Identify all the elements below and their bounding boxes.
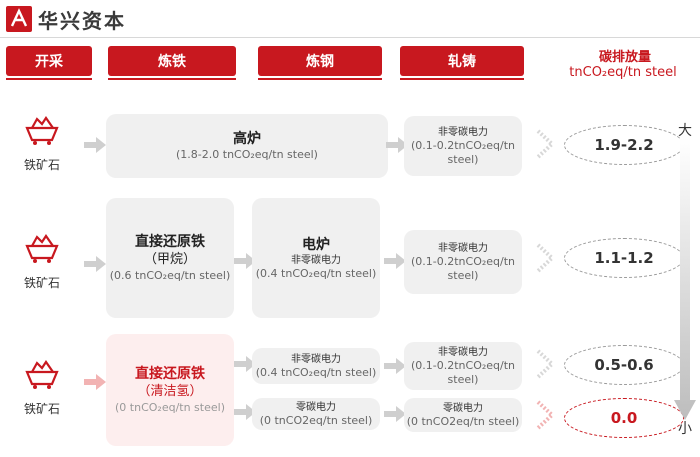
flow-arrow-icon xyxy=(386,137,408,153)
rolling-emission: (0 tnCO2eq/tn steel) xyxy=(406,414,520,428)
electric-furnace-box: 电炉 非零碳电力 (0.4 tnCO₂eq/tn steel) xyxy=(252,198,380,318)
rolling-power-note: 非零碳电力 xyxy=(438,346,488,358)
dri-h2-subtitle: （清洁氢） xyxy=(137,384,203,399)
rolling-power-note: 非零碳电力 xyxy=(438,242,488,254)
blast-furnace-box: 高炉 (1.8-2.0 tnCO₂eq/tn steel) xyxy=(106,114,388,178)
stage-header-ironmaking: 炼铁 xyxy=(108,46,236,76)
flow-arrow-icon xyxy=(384,406,406,422)
emission-result-zero: 0.0 xyxy=(564,398,684,438)
rolling-emission: (0.1-0.2tnCO₂eq/tn steel) xyxy=(410,358,516,386)
stage-underline xyxy=(258,78,382,80)
ore-cart-icon xyxy=(25,116,59,145)
flow-arrow-icon xyxy=(234,356,256,372)
dri-methane-box: 直接还原铁 （甲烷） (0.6 tnCO₂eq/tn steel) xyxy=(106,198,234,318)
flow-arrow-icon xyxy=(84,137,106,153)
emissions-title: 碳排放量 xyxy=(598,50,651,65)
header-divider xyxy=(0,37,700,38)
steel-power-note: 非零碳电力 xyxy=(291,353,341,365)
emissions-unit: tnCO₂eq/tn steel xyxy=(569,65,677,80)
rolling-power-note: 零碳电力 xyxy=(443,402,483,414)
dri-hydrogen-box: 直接还原铁 （清洁氢） (0 tnCO₂eq/tn steel) xyxy=(106,334,234,446)
brand-name: 华兴资本 xyxy=(38,9,126,33)
flow-arrow-icon xyxy=(234,253,256,269)
flow-arrow-icon xyxy=(84,374,106,390)
blast-furnace-title: 高炉 xyxy=(233,131,261,147)
flow-arrow-icon xyxy=(384,253,406,269)
chevron-right-icon xyxy=(536,349,555,379)
rolling-emission: (0.1-0.2tnCO₂eq/tn steel) xyxy=(410,254,516,282)
dri-title: 直接还原铁 xyxy=(135,234,205,250)
ore-label: 铁矿石 xyxy=(23,276,60,290)
scale-high-label: 大 xyxy=(678,123,692,139)
scale-down-arrow-icon xyxy=(674,138,696,420)
steel-power-note: 零碳电力 xyxy=(296,401,336,413)
stage-underline xyxy=(400,78,524,80)
ore-cart-icon xyxy=(25,234,59,263)
steel-emission: (0 tnCO2eq/tn steel) xyxy=(259,413,373,427)
steel-emission: (0.4 tnCO₂eq/tn steel) xyxy=(255,365,377,379)
chevron-right-icon xyxy=(536,400,555,430)
ore-cart-icon xyxy=(25,360,59,389)
ore-label: 铁矿石 xyxy=(23,402,60,416)
stage-header-mining: 开采 xyxy=(6,46,92,76)
emission-result: 1.9-2.2 xyxy=(564,125,684,165)
rolling-emission: (0.1-0.2tnCO₂eq/tn steel) xyxy=(410,138,516,166)
rolling-box: 非零碳电力 (0.1-0.2tnCO₂eq/tn steel) xyxy=(404,116,522,176)
brand-logo-icon xyxy=(6,6,32,32)
blast-furnace-emission: (1.8-2.0 tnCO₂eq/tn steel) xyxy=(176,148,318,161)
dri-emission: (0.6 tnCO₂eq/tn steel) xyxy=(109,269,231,282)
chevron-right-icon xyxy=(536,129,555,159)
rolling-box: 非零碳电力 (0.1-0.2tnCO₂eq/tn steel) xyxy=(404,230,522,294)
electric-furnace-power-note: 非零碳电力 xyxy=(291,254,341,266)
emission-result: 1.1-1.2 xyxy=(564,238,684,278)
rolling-power-note: 非零碳电力 xyxy=(438,126,488,138)
stage-underline xyxy=(108,78,236,80)
emission-result: 0.5-0.6 xyxy=(564,345,684,385)
steel-nonzero-power-box: 非零碳电力 (0.4 tnCO₂eq/tn steel) xyxy=(252,348,380,384)
chevron-right-icon xyxy=(536,243,555,273)
stage-header-steelmaking: 炼钢 xyxy=(258,46,382,76)
flow-arrow-icon xyxy=(384,358,406,374)
flow-arrow-icon xyxy=(234,404,256,420)
electric-furnace-emission: (0.4 tnCO₂eq/tn steel) xyxy=(255,266,377,280)
stage-underline xyxy=(6,78,92,80)
stage-header-rolling: 轧铸 xyxy=(400,46,524,76)
electric-furnace-title: 电炉 xyxy=(302,236,330,253)
dri-subtitle: （甲烷） xyxy=(143,252,196,267)
rolling-zero-power-box: 零碳电力 (0 tnCO2eq/tn steel) xyxy=(404,398,522,432)
dri-h2-emission: (0 tnCO₂eq/tn steel) xyxy=(115,401,225,414)
ore-label: 铁矿石 xyxy=(23,158,60,172)
dri-h2-title: 直接还原铁 xyxy=(135,366,205,382)
scale-low-label: 小 xyxy=(678,421,692,437)
steel-zero-power-box: 零碳电力 (0 tnCO2eq/tn steel) xyxy=(252,398,380,430)
rolling-nonzero-power-box: 非零碳电力 (0.1-0.2tnCO₂eq/tn steel) xyxy=(404,342,522,390)
flow-arrow-icon xyxy=(84,256,106,272)
